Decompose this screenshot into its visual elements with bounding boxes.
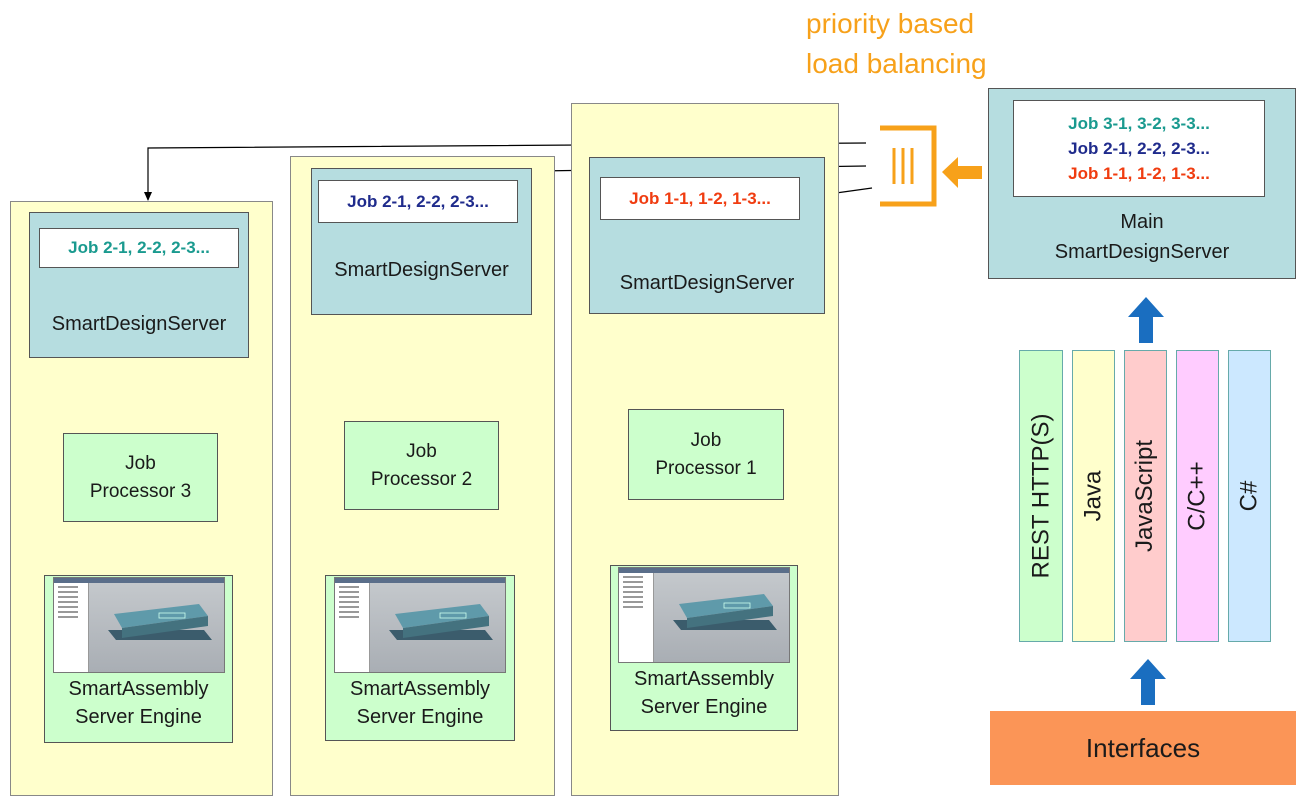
main-queue-line-2: Job 2-1, 2-2, 2-3...: [1068, 139, 1210, 158]
load-balancer-queue-icon: [880, 125, 982, 207]
load-balancing-note-line1: priority based: [806, 8, 975, 39]
up-arrow-icon: [1128, 297, 1164, 343]
job-processor-3-line2: Processor 3: [89, 480, 192, 502]
engine-1-line2: Server Engine: [640, 696, 768, 718]
language-rest-https-label: REST HTTP(S): [1027, 413, 1054, 579]
interfaces-box: Interfaces: [990, 711, 1296, 785]
interfaces-label: Interfaces: [1085, 732, 1201, 763]
job-processor-1: Job Processor 1: [628, 409, 784, 500]
job-queue-2: Job 2-1, 2-2, 2-3...: [318, 180, 518, 223]
engine-screenshot-1: [618, 567, 790, 663]
engine-3: SmartAssembly Server Engine: [44, 575, 233, 743]
job-processor-1-line2: Processor 1: [655, 457, 757, 479]
job-processor-3: Job Processor 3: [63, 433, 218, 522]
language-java-label: Java: [1079, 470, 1107, 522]
language-cpp: C/C++: [1176, 350, 1219, 642]
main-smartdesignserver: Job 3-1, 3-2, 3-3... Job 2-1, 2-2, 2-3..…: [988, 88, 1296, 279]
up-arrow-icon: [1130, 659, 1166, 705]
cad-model-icon: [673, 594, 777, 630]
job-processor-3-line1: Job: [125, 452, 156, 474]
main-queue-line-1: Job 1-1, 1-2, 1-3...: [1068, 164, 1210, 183]
engine-screenshot-2: [334, 577, 506, 673]
main-queue-line-3: Job 3-1, 3-2, 3-3...: [1068, 114, 1210, 133]
language-rest-https: REST HTTP(S): [1019, 350, 1063, 642]
job-processor-2: Job Processor 2: [344, 421, 499, 510]
load-balancing-note: priority based load balancing: [806, 4, 1046, 84]
engine-2-line2: Server Engine: [356, 706, 484, 728]
language-javascript-label: JavaScript: [1131, 439, 1159, 553]
main-server-label: Main SmartDesignServer: [989, 207, 1295, 267]
language-csharp: C#: [1228, 350, 1271, 642]
engine-3-line1: SmartAssembly: [68, 678, 209, 700]
engine-1-line1: SmartAssembly: [633, 668, 775, 690]
engine-1: SmartAssembly Server Engine: [610, 565, 798, 731]
smartdesignserver-node-1: Job 1-1, 1-2, 1-3... SmartDesignServer: [589, 157, 825, 314]
load-balancing-note-line2: load balancing: [806, 48, 987, 79]
main-server-label-line1: Main: [1120, 211, 1164, 233]
engine-2: SmartAssembly Server Engine: [325, 575, 515, 741]
job-queue-1-text: Job 1-1, 1-2, 1-3...: [629, 188, 771, 208]
language-csharp-label: C#: [1235, 480, 1263, 512]
job-processor-1-line1: Job: [690, 429, 722, 451]
main-server-label-line2: SmartDesignServer: [1054, 241, 1230, 263]
engine-2-line1: SmartAssembly: [349, 678, 491, 700]
engine-3-line2: Server Engine: [75, 706, 202, 728]
cad-model-icon: [107, 604, 212, 640]
language-cpp-label: C/C++: [1183, 461, 1211, 531]
smartdesignserver-node-2: Job 2-1, 2-2, 2-3... SmartDesignServer: [311, 168, 532, 315]
language-java: Java: [1072, 350, 1115, 642]
job-processor-2-line2: Processor 2: [370, 468, 473, 490]
main-job-queue: Job 3-1, 3-2, 3-3... Job 2-1, 2-2, 2-3..…: [1013, 100, 1265, 197]
server-label-2: SmartDesignServer: [334, 259, 509, 281]
incoming-jobs-arrow-icon: [942, 157, 982, 188]
job-queue-3-text: Job 2-1, 2-2, 2-3...: [68, 238, 210, 257]
job-queue-2-text: Job 2-1, 2-2, 2-3...: [347, 191, 489, 211]
engine-screenshot-3: [52, 577, 225, 673]
server-label-3: SmartDesignServer: [51, 313, 227, 335]
job-queue-3: Job 2-1, 2-2, 2-3...: [39, 228, 239, 268]
language-javascript: JavaScript: [1124, 350, 1167, 642]
job-queue-1: Job 1-1, 1-2, 1-3...: [600, 177, 800, 220]
smartdesignserver-node-3: Job 2-1, 2-2, 2-3... SmartDesignServer: [29, 212, 249, 358]
job-processor-2-line1: Job: [406, 440, 437, 462]
server-label-1: SmartDesignServer: [619, 272, 795, 294]
cad-model-icon: [389, 604, 493, 640]
